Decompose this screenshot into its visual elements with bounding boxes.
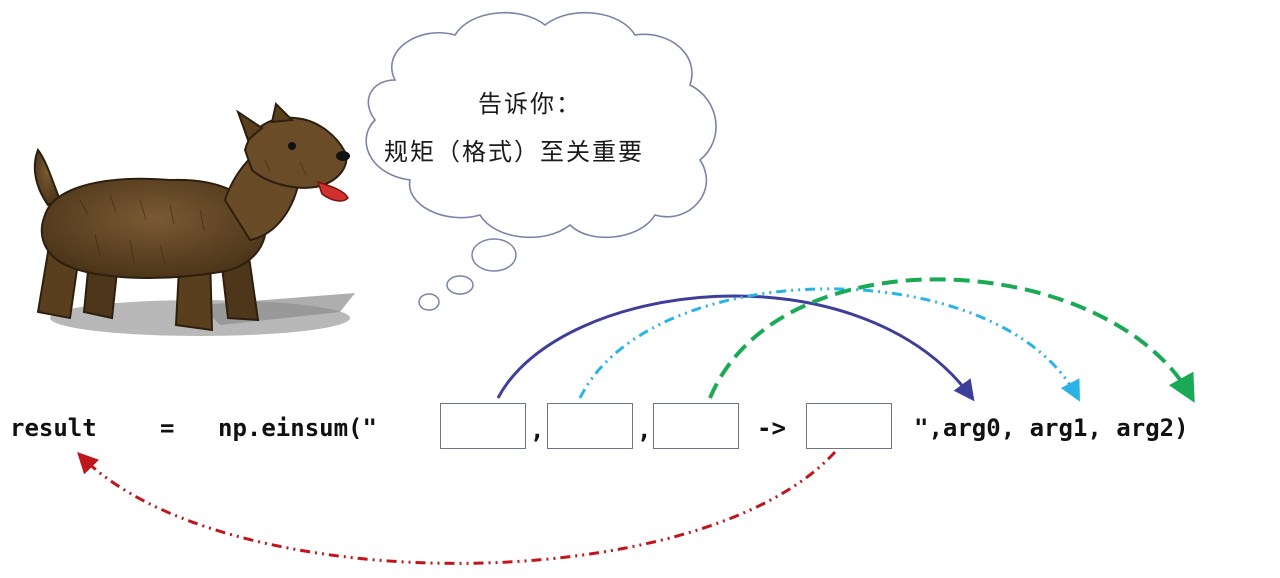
- thought-text-line1: 告诉你：: [478, 90, 582, 118]
- terrier-dog-illustration: [33, 102, 350, 332]
- arrow-output-to-result: [77, 450, 837, 565]
- thought-cloud: [365, 11, 717, 239]
- slot-input-1: [440, 403, 526, 449]
- thought-text-line2: 规矩（格式）至关重要: [384, 138, 644, 166]
- thought-trail-bubble-small: [418, 293, 440, 311]
- slot-input-2: [547, 403, 633, 449]
- code-arrow-text: ->: [757, 414, 786, 442]
- arrow-input3-to-arg2: [708, 277, 1195, 403]
- code-equals: =: [160, 414, 175, 442]
- code-call-open: np.einsum(": [218, 414, 377, 442]
- slot-output: [806, 403, 892, 449]
- arrow-input1-to-arg0: [496, 294, 975, 402]
- slot-input-3: [653, 403, 739, 449]
- thought-trail-bubble-medium: [446, 275, 474, 295]
- thought-trail-bubble-large: [471, 238, 517, 272]
- code-call-close: ",arg0, arg1, arg2): [914, 414, 1189, 442]
- arrow-input2-to-arg1: [578, 287, 1080, 402]
- code-comma-1: ,: [530, 416, 545, 444]
- code-result: result: [10, 414, 97, 442]
- code-comma-2: ,: [637, 416, 652, 444]
